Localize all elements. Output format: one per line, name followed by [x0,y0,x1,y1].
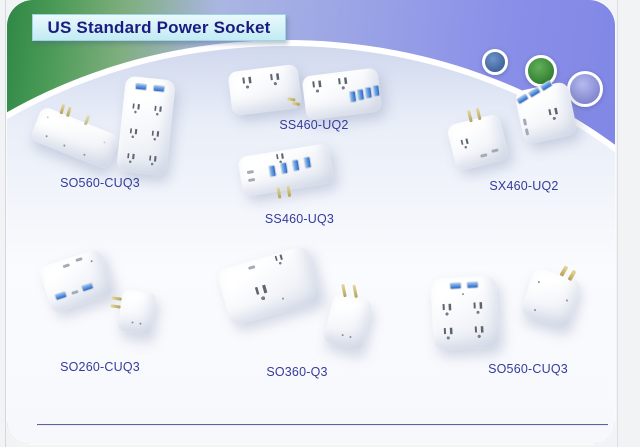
page-title-text: US Standard Power Socket [47,17,271,37]
product-image-cube-usb [513,80,579,146]
product-image-bar-socket-usb [301,67,383,121]
product-image-wall-tap [430,275,500,351]
decor-dot-blue-icon [482,49,508,75]
product-label: SO360-Q3 [266,365,328,379]
product-label: SO560-CUQ3 [60,176,140,190]
product-label: SS460-UQ3 [264,212,335,226]
product-label: SX460-UQ2 [489,179,559,193]
page-title: US Standard Power Socket [32,14,286,41]
product-label: SO260-CUQ3 [60,360,140,374]
product-image-bar-socket [227,63,303,117]
product-image-socket-tower [116,75,176,177]
product-image-small-plug [110,288,157,336]
product-label: SO560-CUQ3 [488,362,568,376]
divider-line [37,424,608,426]
catalog-panel: US Standard Power Socket SO560-CUQ3 [7,0,615,444]
decor-dot-green-icon [525,55,557,87]
product-label: SS460-UQ2 [279,118,349,132]
page-left-edge-line [5,0,6,447]
page-right-edge-line [617,0,618,447]
decor-dot-purple-icon [567,71,603,107]
